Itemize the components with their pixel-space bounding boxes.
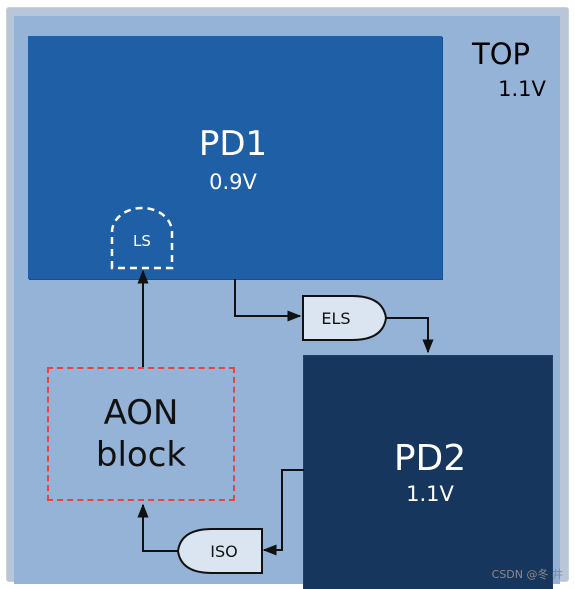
top-domain-label: TOP (471, 37, 531, 71)
watermark: CSDN @冬 井 (491, 568, 563, 581)
wire-iso-to-aon (137, 503, 178, 552)
top-domain-voltage: 1.1V (498, 77, 546, 101)
wire-pd1-to-els (234, 279, 302, 322)
iso-gate (176, 528, 263, 574)
ls-label: LS (133, 232, 151, 250)
aon-block-label: AON block (47, 392, 235, 476)
aon-label-line2: block (95, 435, 187, 475)
pd1-label: PD1 (198, 124, 268, 164)
aon-block (47, 367, 235, 501)
wire-els-to-pd2 (386, 317, 434, 354)
iso-label: ISO (210, 542, 237, 561)
pd2-domain (304, 356, 552, 589)
aon-label-line1: AON (103, 393, 179, 433)
pd1-voltage: 0.9V (209, 170, 257, 194)
els-label: ELS (321, 309, 350, 328)
pd2-voltage: 1.1V (406, 482, 454, 506)
wire-pd2-to-iso (262, 469, 304, 556)
pd1-domain (28, 36, 442, 279)
els-gate (302, 295, 388, 341)
pd2-label: PD2 (393, 438, 467, 479)
